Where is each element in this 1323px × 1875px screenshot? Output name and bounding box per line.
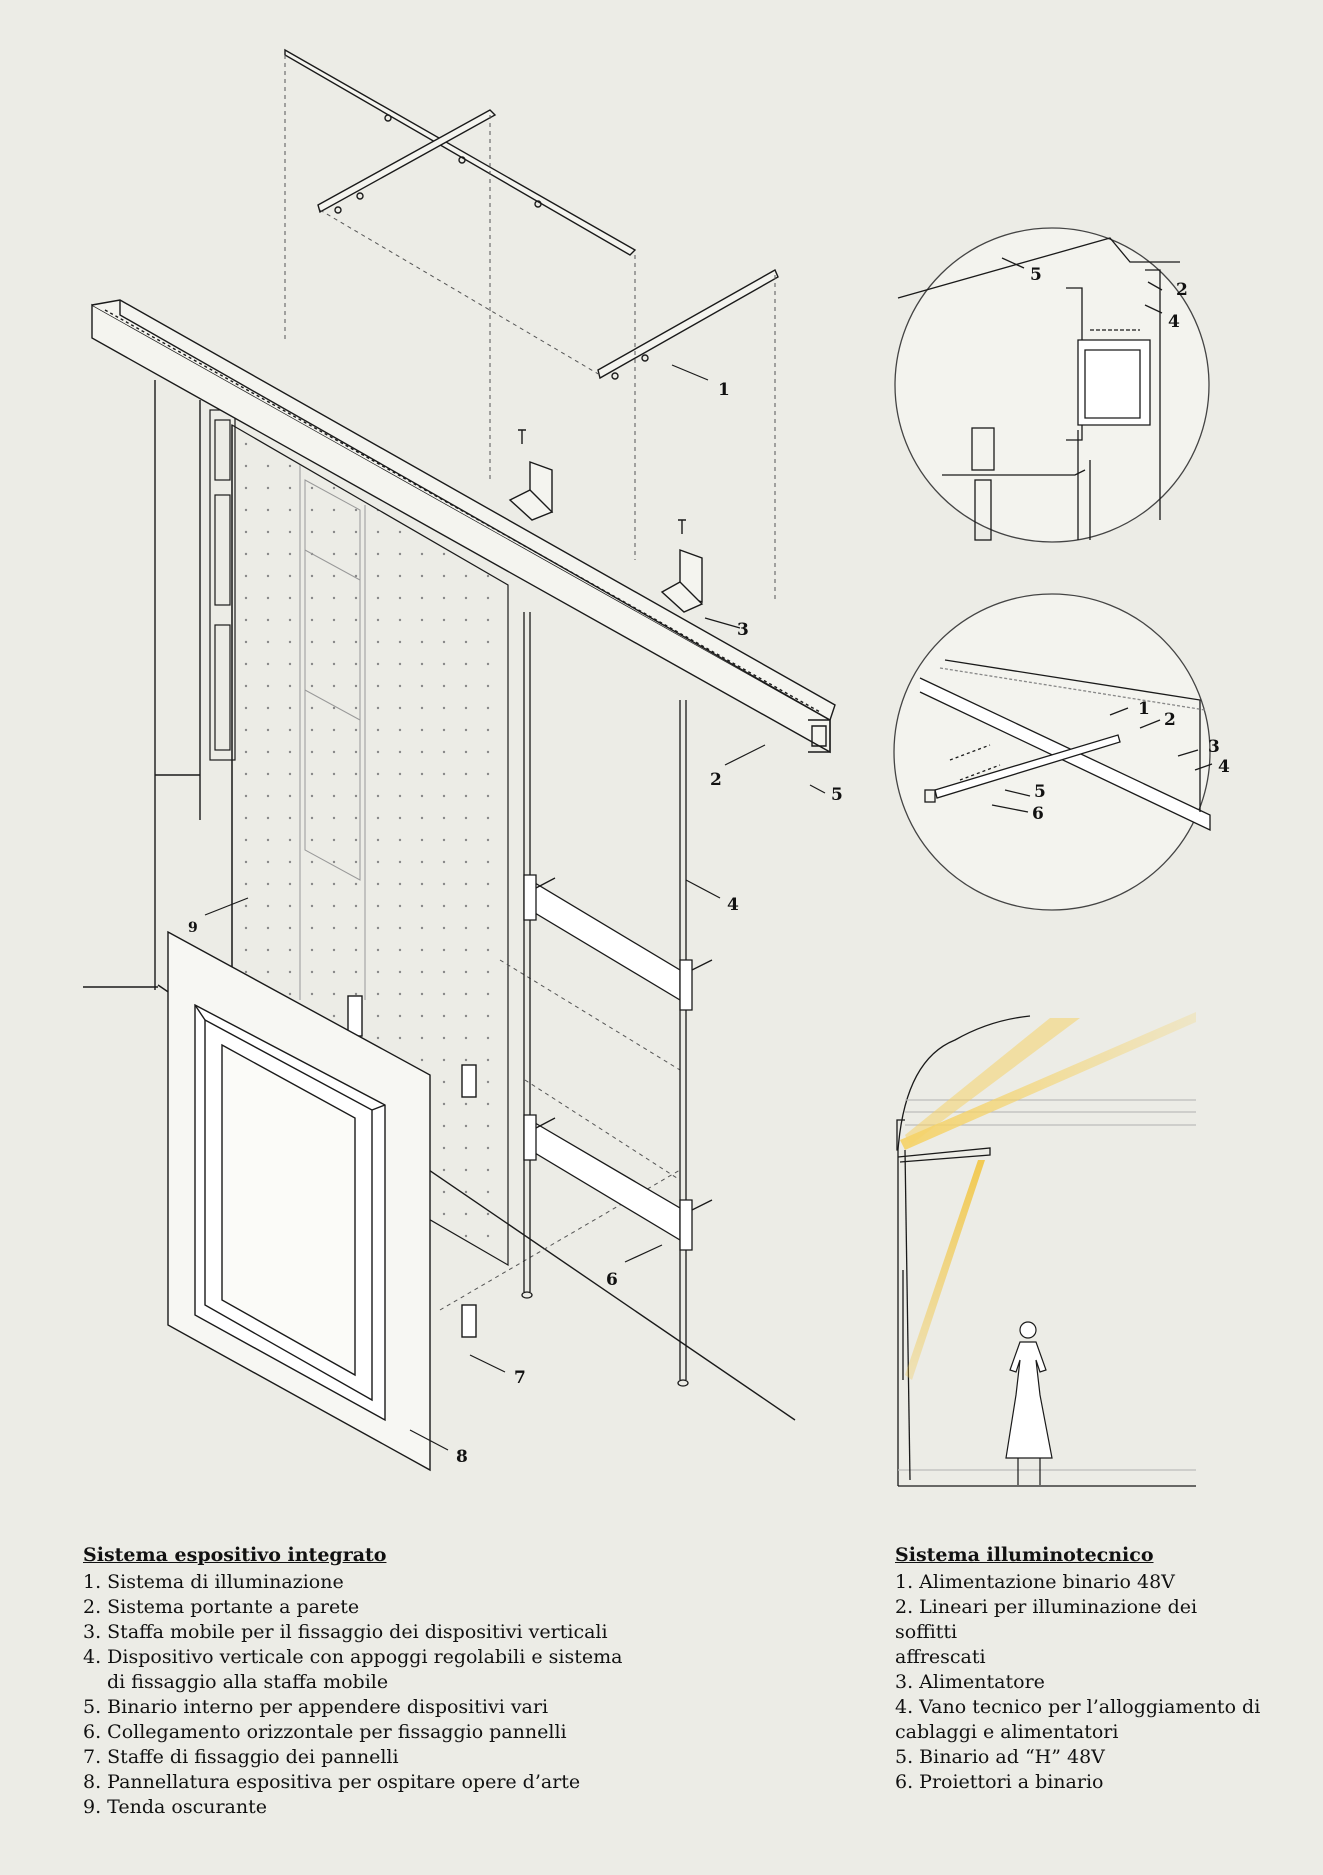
main-axonometric: [83, 48, 836, 1472]
callout-2: 2: [710, 770, 722, 790]
legend-left-title: Sistema espositivo integrato: [83, 1544, 387, 1566]
exhibition-panel: [167, 930, 431, 1472]
light-beam-wall: [905, 1160, 985, 1380]
vertical-device: [521, 612, 713, 1387]
legend-left-item: 1. Sistema di illuminazione: [83, 1571, 344, 1593]
detail-axon-callout-5: 5: [1034, 782, 1046, 802]
callout-7: 7: [514, 1368, 526, 1388]
detail-axon-callout-4: 4: [1218, 757, 1230, 777]
mobile-bracket: [508, 429, 704, 613]
detail-axon-callout-2: 2: [1164, 710, 1176, 730]
human-figure: [1005, 1321, 1053, 1485]
light-beam-ceiling: [900, 1012, 1196, 1150]
legend-left-item: 8. Pannellatura espositiva per ospitare …: [83, 1771, 581, 1793]
callout-3: 3: [737, 620, 749, 640]
detail-axon-circle: [893, 593, 1213, 911]
legend-right-item: 4. Vano tecnico per l’alloggiamento di: [895, 1696, 1261, 1718]
callout-8: 8: [456, 1447, 468, 1467]
legend-right-title: Sistema illuminotecnico: [895, 1544, 1154, 1566]
lighting-track-system: [284, 48, 779, 380]
legend-left-list: 1. Sistema di illuminazione 2. Sistema p…: [83, 1570, 643, 1820]
legend-left-item: 5. Binario interno per appendere disposi…: [83, 1696, 549, 1718]
legend-right-item: 5. Binario ad “H” 48V: [895, 1746, 1105, 1768]
legend-exhibition-system: Sistema espositivo integrato 1. Sistema …: [83, 1543, 643, 1820]
legend-left-item: 7. Staffe di fissaggio dei pannelli: [83, 1746, 399, 1768]
detail-section-circle: [894, 227, 1210, 543]
legend-left-item: 9. Tenda oscurante: [83, 1796, 267, 1818]
wall-support-rail: [91, 299, 836, 754]
background-window: [209, 409, 236, 761]
legend-left-item: di fissaggio alla staffa mobile: [83, 1670, 643, 1695]
legend-lighting-system: Sistema illuminotecnico 1. Alimentazione…: [895, 1543, 1265, 1795]
callout-9: 9: [188, 920, 198, 936]
legend-left-item: 4. Dispositivo verticale con appoggi reg…: [83, 1646, 623, 1668]
legend-left-item: 6. Collegamento orizzontale per fissaggi…: [83, 1721, 567, 1743]
legend-left-item: 3. Staffa mobile per il fissaggio dei di…: [83, 1621, 608, 1643]
legend-right-item: 6. Proiettori a binario: [895, 1771, 1104, 1793]
legend-left-item: 2. Sistema portante a parete: [83, 1596, 360, 1618]
legend-right-item: 3. Alimentatore: [895, 1671, 1045, 1693]
legend-left-item-continued: di fissaggio alla staffa mobile: [107, 1671, 389, 1693]
detail-section-callout-2: 2: [1176, 280, 1188, 300]
light-beam-ceiling-2: [905, 1018, 1080, 1145]
exploded-axonometric-drawing: 1 2 3 4 5 6 7 8 9 5 2 4: [83, 48, 1230, 1487]
detail-axon-callout-6: 6: [1032, 804, 1044, 824]
callout-6: 6: [606, 1270, 618, 1290]
legend-right-item: cablaggi e alimentatori: [895, 1721, 1119, 1743]
callout-5: 5: [831, 785, 843, 805]
detail-section-callout-5: 5: [1030, 265, 1042, 285]
legend-right-item: affrescati: [895, 1646, 986, 1668]
legend-right-item: 1. Alimentazione binario 48V: [895, 1571, 1175, 1593]
detail-section-callout-4: 4: [1168, 312, 1180, 332]
callout-1: 1: [718, 380, 730, 400]
callout-4: 4: [727, 895, 739, 915]
detail-axon-callout-1: 1: [1138, 699, 1150, 719]
legend-right-item: 2. Lineari per illuminazione dei soffitt…: [895, 1596, 1198, 1643]
detail-axon-callout-3: 3: [1208, 737, 1220, 757]
legend-right-list: 1. Alimentazione binario 48V 2. Lineari …: [895, 1570, 1265, 1795]
